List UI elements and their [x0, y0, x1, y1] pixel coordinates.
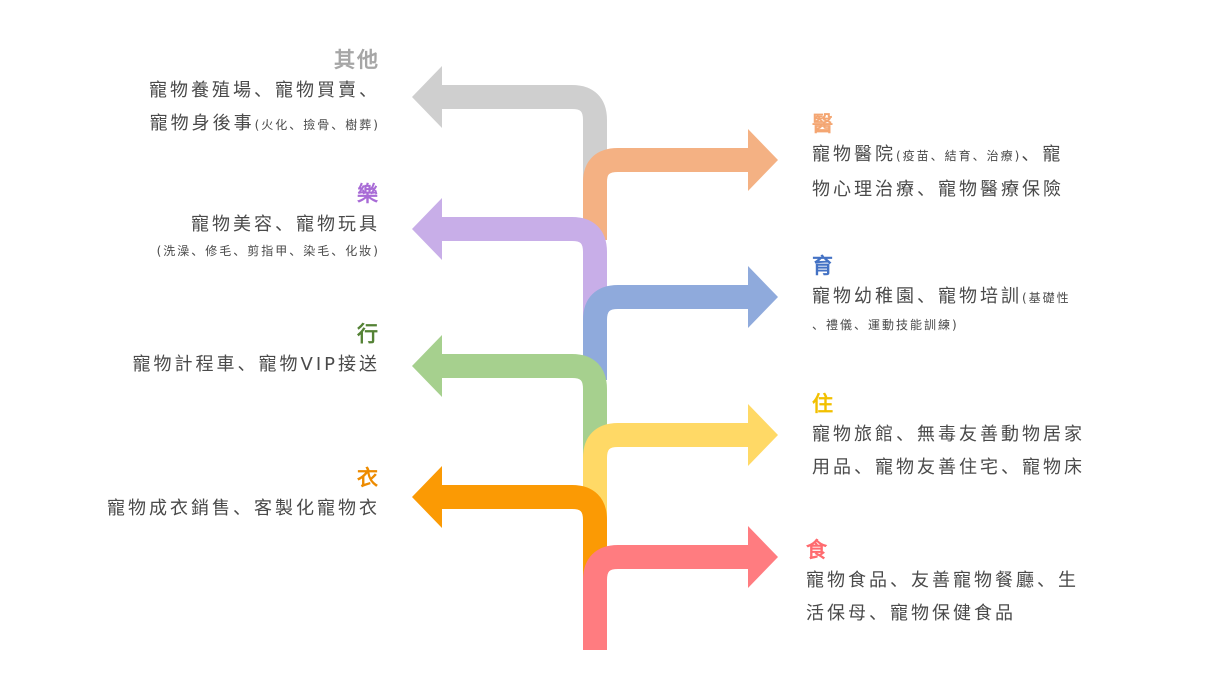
- block-medical: 醫 寵物醫院(疫苗、結育、治療)、寵 物心理治療、寵物醫療保險: [812, 110, 1064, 206]
- arrow-xing: [412, 335, 607, 470]
- desc-le-line2: (洗澡、修毛、剪指甲、染毛、化妝): [156, 244, 380, 258]
- block-yu: 育 寵物幼稚園、寵物培訓(基礎性 、禮儀、運動技能訓練): [812, 252, 1071, 335]
- desc-shi-line2: 活保母、寵物保健食品: [806, 603, 1016, 624]
- block-xing: 行 寵物計程車、寵物VIP接送: [133, 320, 380, 381]
- desc-xing-line1: 寵物計程車、寵物VIP接送: [132, 354, 380, 375]
- desc-other-line1: 寵物養殖場、寵物買賣、: [149, 80, 380, 101]
- block-yi-clothing: 衣 寵物成衣銷售、客製化寵物衣: [107, 464, 380, 525]
- desc-yi-clothing-line1: 寵物成衣銷售、客製化寵物衣: [107, 498, 380, 519]
- title-shi: 食: [806, 538, 829, 562]
- arrow-yi-clothing: [412, 466, 607, 600]
- title-zhu: 住: [812, 392, 835, 416]
- arrow-other: [412, 66, 607, 210]
- title-medical: 醫: [812, 112, 835, 136]
- desc-shi-line1: 寵物食品、友善寵物餐廳、生: [806, 570, 1079, 591]
- title-yi-clothing: 衣: [357, 466, 380, 490]
- arrow-medical: [583, 129, 778, 240]
- title-yu: 育: [812, 254, 835, 278]
- block-shi: 食 寵物食品、友善寵物餐廳、生 活保母、寵物保健食品: [806, 536, 1079, 630]
- arrow-shi: [583, 526, 778, 650]
- block-other: 其他 寵物養殖場、寵物買賣、 寵物身後事(火化、撿骨、樹葬): [149, 46, 380, 142]
- title-xing: 行: [357, 322, 380, 346]
- desc-yu-line1: 寵物幼稚園、寵物培訓(基礎性: [812, 286, 1071, 307]
- title-other: 其他: [334, 48, 380, 72]
- arrow-yu: [583, 266, 778, 380]
- block-le: 樂 寵物美容、寵物玩具 (洗澡、修毛、剪指甲、染毛、化妝): [157, 180, 380, 261]
- title-le: 樂: [357, 182, 380, 206]
- desc-medical-line2: 物心理治療、寵物醫療保險: [812, 179, 1064, 200]
- desc-le-line1: 寵物美容、寵物玩具: [191, 214, 380, 235]
- desc-zhu-line1: 寵物旅館、無毒友善動物居家: [812, 424, 1085, 445]
- arrow-le: [412, 198, 607, 330]
- desc-zhu-line2: 用品、寵物友善住宅、寵物床: [812, 457, 1085, 478]
- desc-other-line2: 寵物身後事(火化、撿骨、樹葬): [149, 113, 380, 134]
- desc-medical-line1: 寵物醫院(疫苗、結育、治療)、寵: [812, 144, 1064, 165]
- arrow-zhu: [583, 404, 778, 520]
- block-zhu: 住 寵物旅館、無毒友善動物居家 用品、寵物友善住宅、寵物床: [812, 390, 1085, 484]
- desc-yu-line2: 、禮儀、運動技能訓練): [812, 318, 959, 332]
